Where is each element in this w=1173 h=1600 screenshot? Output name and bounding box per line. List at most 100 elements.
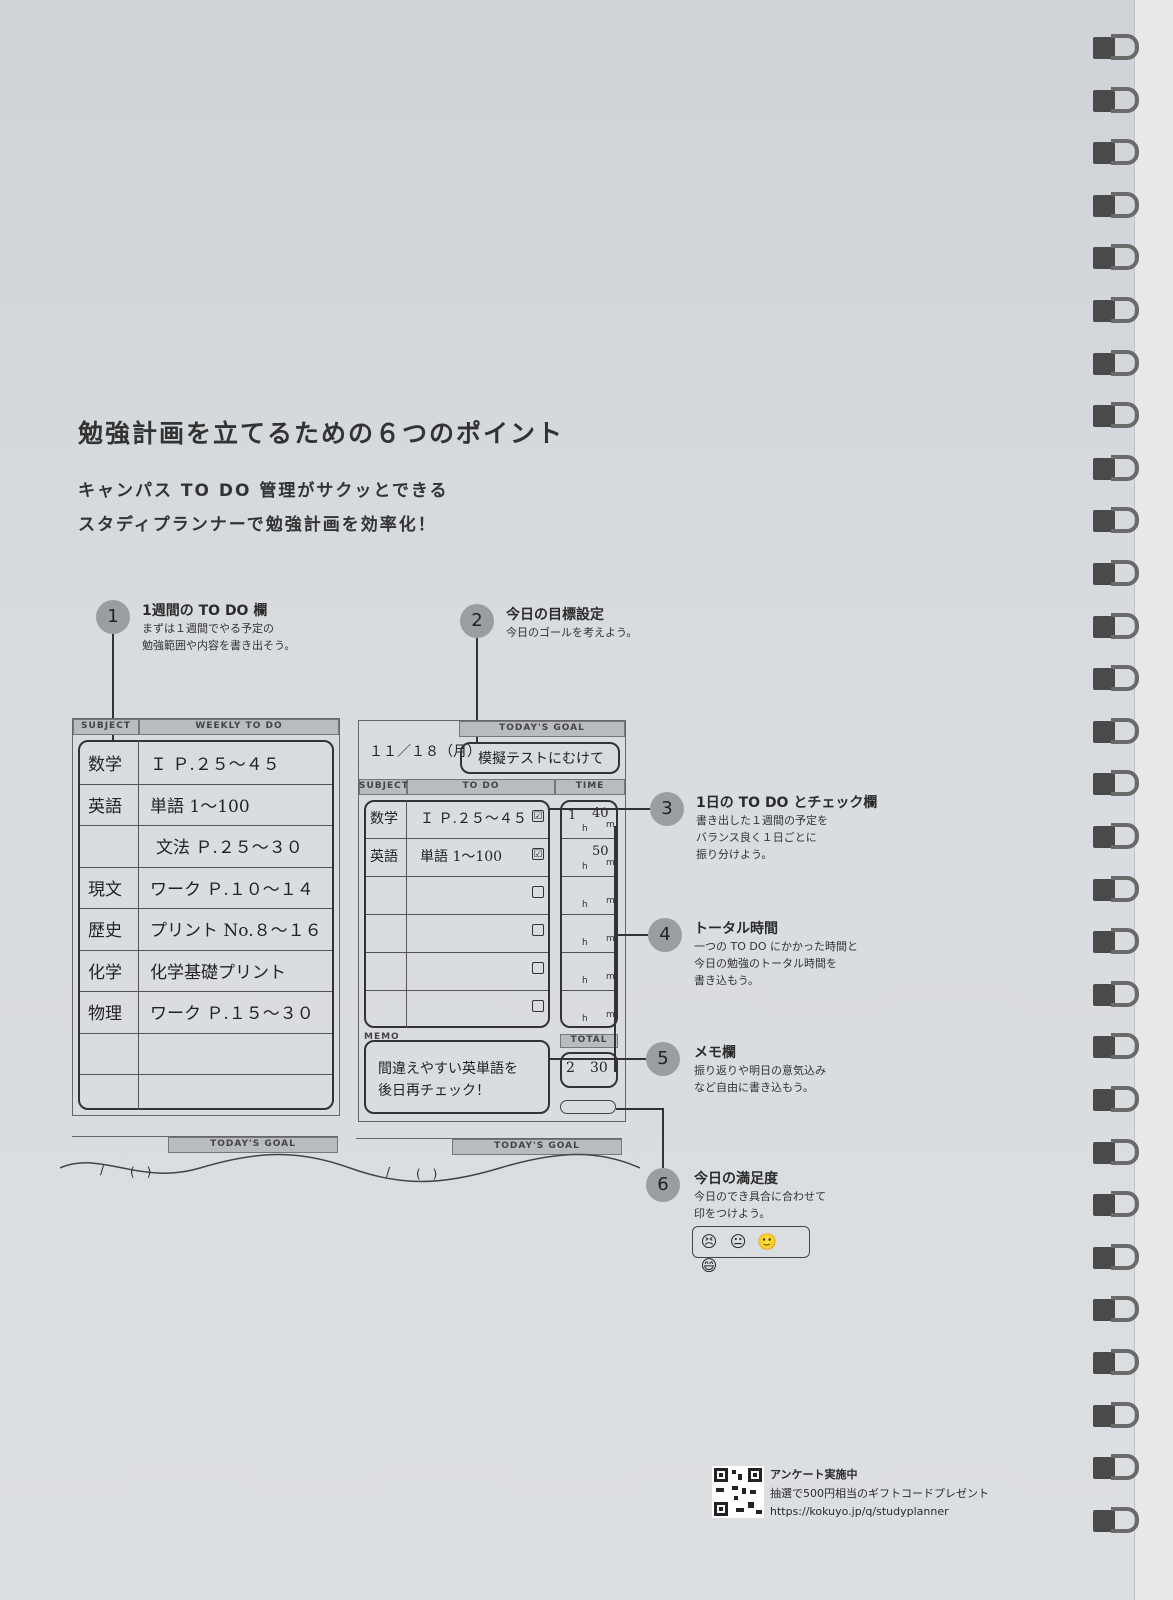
spiral-coil bbox=[1093, 191, 1143, 218]
spiral-coil bbox=[1093, 980, 1143, 1007]
daily-row-checkbox[interactable]: ☑ bbox=[532, 848, 544, 860]
point-3-desc: 書き出した１週間の予定を バランス良く１日ごとに 振り分けよう。 bbox=[696, 814, 828, 861]
hour-unit-label: h bbox=[582, 1014, 588, 1024]
spiral-coil bbox=[1093, 349, 1143, 376]
point-4-title: トータル時間 bbox=[694, 921, 778, 937]
point-6-title: 今日の満足度 bbox=[694, 1171, 778, 1187]
qr-code-icon[interactable] bbox=[712, 1466, 764, 1518]
daily-row-todo: Ｉ Ｐ.２５～４５ bbox=[420, 811, 527, 827]
point-2-connector bbox=[476, 638, 478, 744]
weekly-row-todo: ワーク Ｐ.１５～３０ bbox=[150, 1004, 314, 1024]
satisfaction-faces: 😣 😐 🙂 😄 bbox=[692, 1226, 810, 1275]
page-title: 勉強計画を立てるための６つのポイント bbox=[78, 419, 565, 448]
spiral-coil bbox=[1093, 297, 1143, 323]
weekly-row-todo: 文法 Ｐ.２５～３０ bbox=[156, 838, 303, 858]
next-right-date-paren: ( ) bbox=[416, 1167, 438, 1181]
minute-unit-label: m bbox=[606, 820, 615, 830]
daily-row-hours: 1 bbox=[568, 808, 577, 823]
minute-unit-label: m bbox=[606, 896, 615, 906]
goal-box bbox=[460, 742, 620, 774]
daily-row-checkbox[interactable]: ☑ bbox=[532, 810, 544, 822]
weekly-row-todo: Ｉ Ｐ.２５～４５ bbox=[150, 755, 280, 775]
spiral-coil bbox=[1093, 139, 1143, 166]
face-bad-icon[interactable]: 😣 bbox=[700, 1232, 718, 1251]
point-6-badge: 6 bbox=[646, 1168, 680, 1202]
notebook-page: 勉強計画を立てるための６つのポイント キャンパス TO DO 管理がサクッとでき… bbox=[0, 0, 1135, 1600]
spiral-coil bbox=[1093, 1033, 1143, 1060]
face-good-icon[interactable]: 🙂 bbox=[757, 1232, 778, 1251]
spiral-coil bbox=[1093, 1349, 1143, 1375]
spiral-coil bbox=[1093, 823, 1143, 849]
point-1-title: 1週間の TO DO 欄 bbox=[142, 603, 268, 619]
memo-box bbox=[364, 1040, 550, 1114]
point-5-title: メモ欄 bbox=[694, 1045, 736, 1061]
survey-desc: 抽選で500円相当のギフトコードプレゼント bbox=[770, 1487, 989, 1500]
memo-line-2: 後日再チェック！ bbox=[378, 1083, 490, 1099]
spiral-coil bbox=[1093, 454, 1143, 481]
daily-row-checkbox[interactable] bbox=[532, 962, 544, 974]
point-2-badge: 2 bbox=[460, 604, 494, 638]
spiral-coil bbox=[1093, 244, 1143, 271]
weekly-subject-header: SUBJECT bbox=[81, 721, 131, 731]
spiral-coil bbox=[1093, 560, 1143, 586]
spiral-coil bbox=[1093, 86, 1143, 113]
minute-unit-label: m bbox=[606, 858, 615, 868]
daily-row-checkbox[interactable] bbox=[532, 886, 544, 898]
point-3-connector bbox=[548, 808, 650, 810]
spiral-coil bbox=[1093, 1191, 1143, 1218]
weekly-todo-box bbox=[78, 740, 334, 1110]
memo-line-1: 間違えやすい英単語を bbox=[378, 1061, 518, 1077]
total-hours: 2 bbox=[566, 1060, 575, 1076]
point-4-badge: 4 bbox=[648, 918, 682, 952]
memo-label: MEMO bbox=[364, 1032, 400, 1042]
daily-todo-header: TO DO bbox=[462, 781, 500, 791]
daily-todo-box bbox=[364, 800, 550, 1028]
spiral-coil bbox=[1093, 875, 1143, 902]
subheading-line-2: スタディプランナーで勉強計画を効率化！ bbox=[78, 515, 437, 535]
weekly-row-subject: 化学 bbox=[88, 962, 122, 983]
spiral-coil bbox=[1093, 1454, 1143, 1481]
spiral-coil bbox=[1093, 612, 1143, 639]
total-mins: 30 bbox=[590, 1060, 608, 1076]
weekly-row-subject: 物理 bbox=[88, 1004, 122, 1024]
torn-edge-wave bbox=[60, 1153, 640, 1183]
point-5-connector bbox=[548, 1058, 646, 1060]
hour-unit-label: h bbox=[582, 976, 588, 986]
weekly-row-todo: プリント No.８～１６ bbox=[150, 921, 322, 941]
point-5-badge: 5 bbox=[646, 1042, 680, 1076]
weekly-row-todo: 化学基礎プリント bbox=[150, 962, 286, 983]
hour-unit-label: h bbox=[582, 862, 588, 872]
spiral-coil bbox=[1093, 1243, 1143, 1270]
point-5-desc: 振り返りや明日の意気込み など自由に書き込もう。 bbox=[694, 1064, 826, 1094]
spiral-coil bbox=[1093, 34, 1143, 60]
daily-row-checkbox[interactable] bbox=[532, 1000, 544, 1012]
daily-goal-text: 模擬テストにむけて bbox=[478, 751, 604, 767]
minute-unit-label: m bbox=[606, 934, 615, 944]
weekly-planner: SUBJECT WEEKLY TO DO bbox=[72, 718, 340, 1116]
survey-url[interactable]: https://kokuyo.jp/q/studyplanner bbox=[770, 1505, 949, 1518]
point-1-badge: 1 bbox=[96, 600, 130, 634]
face-neutral-icon[interactable]: 😐 bbox=[729, 1232, 747, 1251]
daily-row-mins: 50 bbox=[592, 844, 609, 859]
point-3-badge: 3 bbox=[650, 792, 684, 826]
spiral-coil bbox=[1093, 1138, 1143, 1165]
weekly-row-subject: 英語 bbox=[88, 796, 122, 817]
next-left-date-paren: ( ) bbox=[130, 1165, 152, 1179]
spiral-coil bbox=[1093, 1296, 1143, 1323]
next-right-goal-header: TODAY'S GOAL bbox=[494, 1141, 580, 1151]
spiral-coil bbox=[1093, 1506, 1143, 1533]
point-2-title: 今日の目標設定 bbox=[506, 607, 604, 623]
point-6-desc: 今日のでき具合に合わせて 印をつけよう。 bbox=[694, 1190, 826, 1220]
next-right-date-slash: / bbox=[386, 1165, 391, 1179]
daily-row-checkbox[interactable] bbox=[532, 924, 544, 936]
face-great-icon[interactable]: 😄 bbox=[700, 1256, 718, 1275]
spiral-coil bbox=[1093, 507, 1143, 534]
weekly-row-subject: 数学 bbox=[88, 755, 122, 775]
point-1-connector bbox=[112, 634, 114, 742]
subheading-line-1: キャンパス TO DO 管理がサクッとできる bbox=[78, 481, 449, 501]
satisfaction-mini bbox=[560, 1100, 616, 1114]
survey-title: アンケート実施中 bbox=[770, 1468, 858, 1481]
daily-row-todo: 単語 1～100 bbox=[420, 849, 503, 865]
daily-date: １１／１８（月） bbox=[369, 744, 481, 760]
total-box bbox=[560, 1052, 618, 1088]
